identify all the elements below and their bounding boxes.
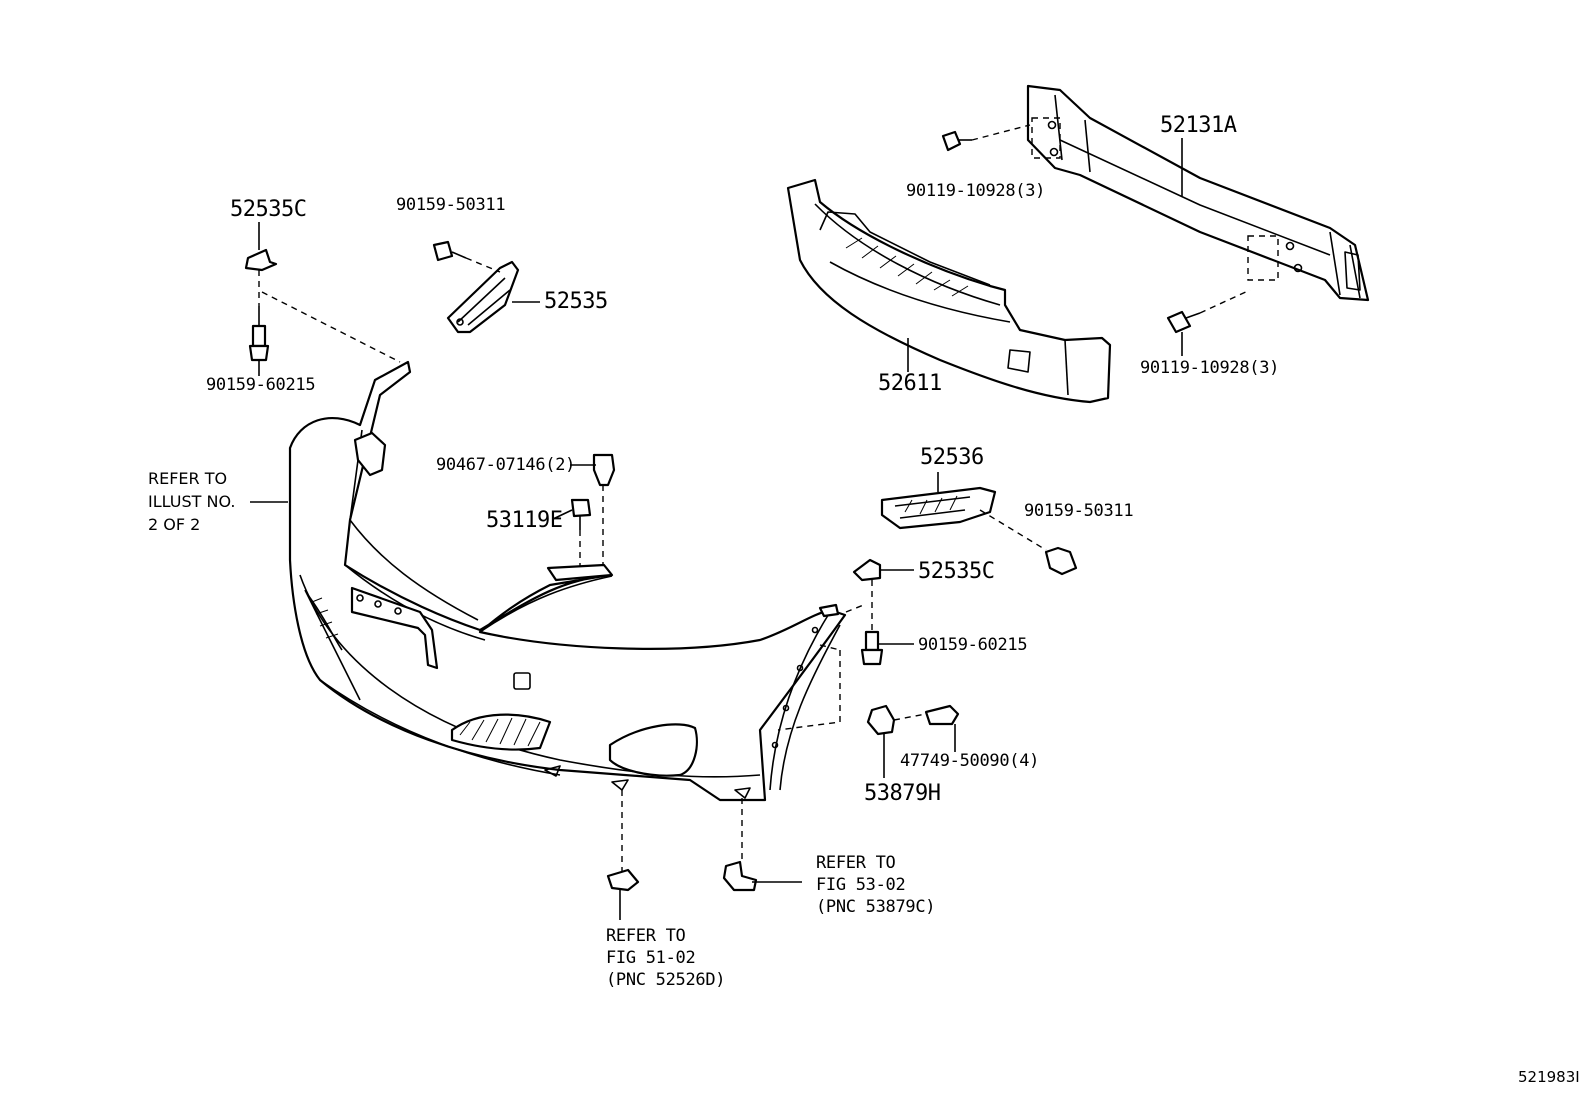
ref-fig53-line2: FIG 53-02: [816, 875, 905, 895]
bolt-90159-50311-left[interactable]: [432, 240, 467, 262]
bolt-90119-10928-top[interactable]: [941, 130, 972, 152]
label-90119-10928-top[interactable]: 90119-10928(3): [906, 181, 1045, 201]
label-90119-10928-bottom[interactable]: 90119-10928(3): [1140, 358, 1279, 378]
part-labels: 52535C 90159-50311 52535 90159-60215 521…: [148, 113, 1580, 1086]
label-90159-50311-left[interactable]: 90159-50311: [396, 195, 506, 215]
label-52131a[interactable]: 52131A: [1160, 113, 1237, 138]
screw-53119e[interactable]: [570, 498, 592, 530]
bolt-90159-50311-right[interactable]: [1044, 546, 1078, 576]
label-52535c-left[interactable]: 52535C: [230, 197, 307, 222]
screw-90159-60215-right[interactable]: [860, 630, 884, 666]
leader-lines: [250, 138, 1183, 920]
retainer-53879c[interactable]: [722, 860, 758, 892]
label-52535c-right[interactable]: 52535C: [918, 559, 995, 584]
label-90159-50311-right[interactable]: 90159-50311: [1024, 501, 1134, 521]
label-52535[interactable]: 52535: [544, 289, 608, 314]
clip-47749-50090[interactable]: [924, 704, 960, 726]
bolt-90119-10928-bottom[interactable]: [1166, 310, 1201, 334]
screw-90159-60215-left[interactable]: [248, 306, 270, 362]
ref-fig51-line2: FIG 51-02: [606, 948, 695, 968]
ref-illust-line2: ILLUST NO.: [148, 492, 235, 511]
left-bumper-bracket[interactable]: [446, 260, 520, 334]
ref-fig53-line1: REFER TO: [816, 853, 896, 873]
clip-90467-07146[interactable]: [592, 453, 616, 487]
ref-fig53-line3: (PNC 53879C): [816, 897, 935, 917]
diagram-id: 521983I: [1518, 1068, 1580, 1086]
ref-fig51-line3: (PNC 52526D): [606, 970, 725, 990]
retainer-52535c-right[interactable]: [852, 558, 882, 582]
assembly-lines: [258, 124, 1251, 872]
bumper-reinforcement[interactable]: [1026, 84, 1370, 302]
ref-fig51-line1: REFER TO: [606, 926, 686, 946]
bumper-cover[interactable]: [288, 360, 847, 802]
label-53879h[interactable]: 53879H: [864, 781, 941, 806]
right-bumper-bracket[interactable]: [880, 486, 997, 530]
label-90467-07146[interactable]: 90467-07146(2): [436, 455, 575, 475]
ref-illust-line3: 2 OF 2: [148, 515, 200, 534]
label-53119e[interactable]: 53119E: [486, 508, 563, 533]
label-90159-60215-right[interactable]: 90159-60215: [918, 635, 1028, 655]
label-47749-50090[interactable]: 47749-50090(4): [900, 751, 1039, 771]
retainer-52535c-left[interactable]: [244, 248, 278, 272]
ref-illust-line1: REFER TO: [148, 469, 227, 488]
label-52536[interactable]: 52536: [920, 445, 984, 470]
clip-52526d[interactable]: [606, 868, 640, 892]
label-52611[interactable]: 52611: [878, 371, 942, 396]
label-90159-60215-left[interactable]: 90159-60215: [206, 375, 316, 395]
bracket-53879h[interactable]: [866, 704, 896, 736]
energy-absorber[interactable]: [786, 178, 1112, 404]
